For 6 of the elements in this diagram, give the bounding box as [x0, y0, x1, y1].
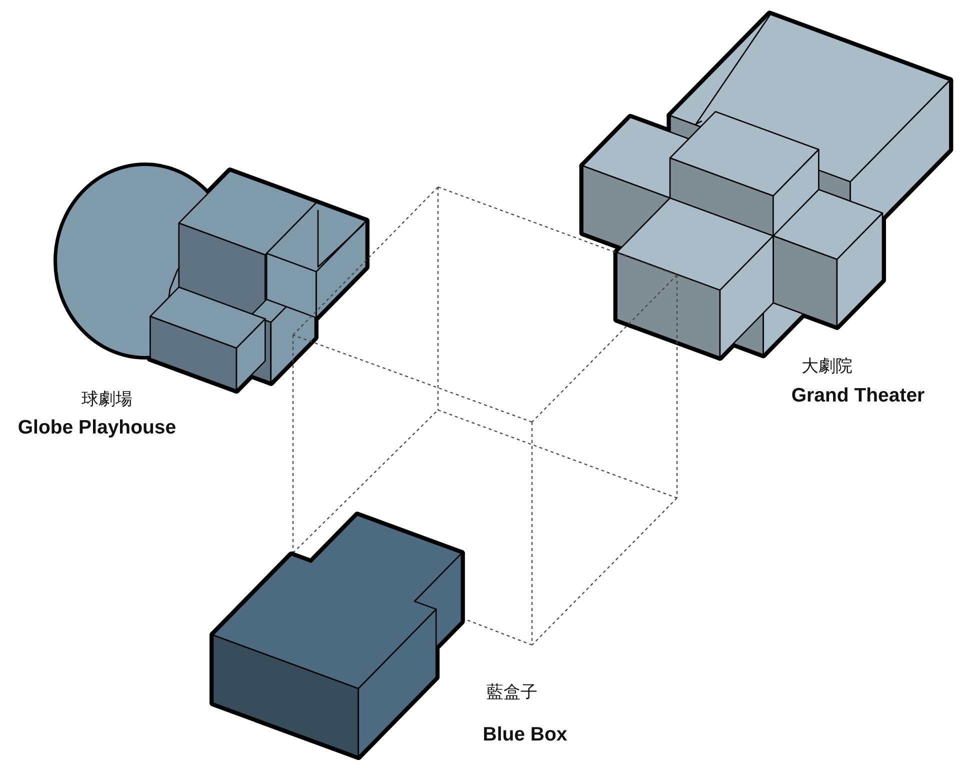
building-name: Grand Theater: [791, 386, 925, 406]
building-name-chinese: 藍盒子: [486, 684, 538, 702]
building-name: Globe Playhouse: [18, 418, 176, 438]
building-name: Blue Box: [482, 725, 568, 745]
building-name-chinese: 大劇院: [802, 358, 852, 376]
building-name-chinese: 球劇場: [82, 392, 132, 408]
